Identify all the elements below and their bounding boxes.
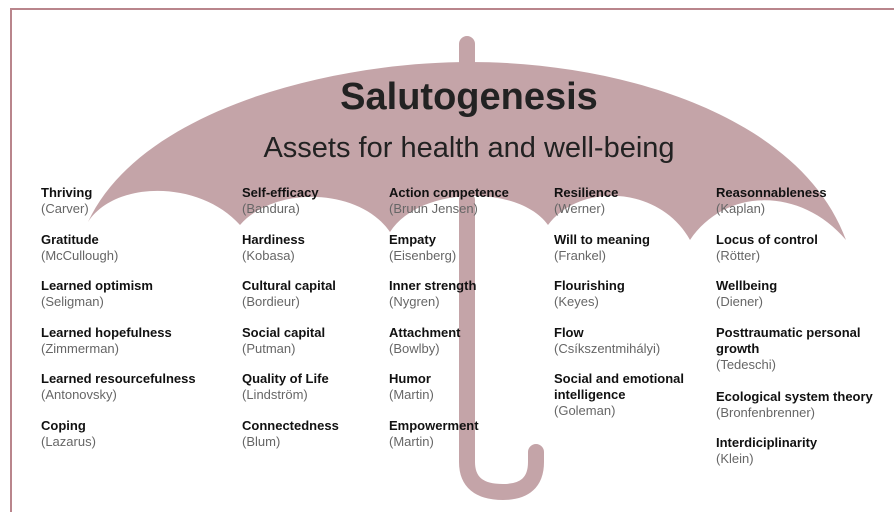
asset-item: Ecological system theory (Bronfenbrenner… xyxy=(716,389,892,421)
asset-item: Humor (Martin) xyxy=(389,371,549,403)
asset-item: Hardiness (Kobasa) xyxy=(242,232,382,264)
asset-author: (Bruun Jensen) xyxy=(389,201,478,216)
asset-author: (Tedeschi) xyxy=(716,357,776,372)
asset-item: Flourishing (Keyes) xyxy=(554,278,709,310)
asset-item: Resilience (Werner) xyxy=(554,185,709,217)
asset-author: (Klein) xyxy=(716,451,754,466)
asset-item: Posttraumatic personal growth (Tedeschi) xyxy=(716,325,892,373)
asset-name: Empowerment xyxy=(389,418,479,433)
asset-author: (Martin) xyxy=(389,434,434,449)
asset-name: Interdiciplinarity xyxy=(716,435,818,450)
asset-item: Empowerment (Martin) xyxy=(389,418,549,450)
asset-name: Coping xyxy=(41,418,86,433)
asset-name: Hardiness xyxy=(242,232,305,247)
asset-item: Flow (Csíkszentmihályi) xyxy=(554,325,709,357)
asset-name: Connectedness xyxy=(242,418,339,433)
asset-item: Quality of Life (Lindström) xyxy=(242,371,382,403)
asset-author: (McCullough) xyxy=(41,248,119,263)
asset-name: Quality of Life xyxy=(242,371,329,386)
asset-author: (Lazarus) xyxy=(41,434,96,449)
diagram-title: Salutogenesis xyxy=(340,76,598,118)
umbrella-canopy xyxy=(88,62,846,240)
asset-author: (Werner) xyxy=(554,201,606,216)
asset-item: Attachment (Bowlby) xyxy=(389,325,549,357)
asset-item: Empaty (Eisenberg) xyxy=(389,232,549,264)
asset-item: Self-efficacy (Bandura) xyxy=(242,185,382,217)
asset-item: Reasonnableness (Kaplan) xyxy=(716,185,892,217)
umbrella-handle xyxy=(459,192,544,501)
asset-item: Interdiciplinarity (Klein) xyxy=(716,435,892,467)
asset-item: Connectedness (Blum) xyxy=(242,418,382,450)
asset-item: Coping (Lazarus) xyxy=(41,418,231,450)
asset-author: (Nygren) xyxy=(389,294,440,309)
asset-name: Ecological system theory xyxy=(716,389,873,404)
asset-name: Posttraumatic personal growth xyxy=(716,325,861,356)
asset-author: (Rötter) xyxy=(716,248,761,263)
asset-author: (Bowlby) xyxy=(389,341,440,356)
asset-item: Learned optimism (Seligman) xyxy=(41,278,231,310)
asset-author: (Goleman) xyxy=(554,403,616,418)
asset-item: Learned resourcefulness (Antonovsky) xyxy=(41,371,231,403)
asset-author: (Frankel) xyxy=(554,248,607,263)
asset-name: Attachment xyxy=(389,325,461,340)
asset-name: Empaty xyxy=(389,232,436,247)
asset-item: Thriving (Carver) xyxy=(41,185,231,217)
asset-name: Learned resourcefulness xyxy=(41,371,196,386)
asset-author: (Csíkszentmihályi) xyxy=(554,341,661,356)
asset-author: (Diener) xyxy=(716,294,763,309)
asset-name: Will to meaning xyxy=(554,232,650,247)
asset-author: (Carver) xyxy=(41,201,89,216)
asset-item: Action competence (Bruun Jensen) xyxy=(389,185,549,217)
asset-name: Self-efficacy xyxy=(242,185,319,200)
asset-author: (Bordieur) xyxy=(242,294,300,309)
asset-author: (Eisenberg) xyxy=(389,248,457,263)
asset-name: Learned optimism xyxy=(41,278,153,293)
diagram-frame xyxy=(10,8,894,512)
asset-name: Thriving xyxy=(41,185,93,200)
asset-author: (Kobasa) xyxy=(242,248,295,263)
asset-name: Gratitude xyxy=(41,232,99,247)
asset-item: Learned hopefulness (Zimmerman) xyxy=(41,325,231,357)
asset-item: Wellbeing (Diener) xyxy=(716,278,892,310)
asset-name: Inner strength xyxy=(389,278,477,293)
asset-name: Resilience xyxy=(554,185,619,200)
asset-author: (Antonovsky) xyxy=(41,387,117,402)
asset-item: Locus of control (Rötter) xyxy=(716,232,892,264)
asset-name: Action competence xyxy=(389,185,509,200)
asset-name: Locus of control xyxy=(716,232,818,247)
asset-name: Social and emotional intelligence xyxy=(554,371,685,402)
asset-name: Flourishing xyxy=(554,278,625,293)
asset-name: Cultural capital xyxy=(242,278,336,293)
asset-author: (Keyes) xyxy=(554,294,599,309)
diagram-subtitle: Assets for health and well-being xyxy=(263,132,675,164)
asset-item: Social capital (Putman) xyxy=(242,325,382,357)
asset-name: Humor xyxy=(389,371,431,386)
asset-item: Gratitude (McCullough) xyxy=(41,232,231,264)
asset-name: Reasonnableness xyxy=(716,185,827,200)
asset-author: (Blum) xyxy=(242,434,281,449)
asset-item: Will to meaning (Frankel) xyxy=(554,232,709,264)
asset-item: Inner strength (Nygren) xyxy=(389,278,549,310)
asset-item: Social and emotional intelligence (Golem… xyxy=(554,371,709,419)
asset-name: Flow xyxy=(554,325,584,340)
asset-author: (Bandura) xyxy=(242,201,300,216)
umbrella-tip xyxy=(459,36,475,72)
asset-author: (Martin) xyxy=(389,387,434,402)
asset-name: Social capital xyxy=(242,325,326,340)
asset-author: (Zimmerman) xyxy=(41,341,119,356)
asset-item: Cultural capital (Bordieur) xyxy=(242,278,382,310)
asset-author: (Lindström) xyxy=(242,387,308,402)
asset-name: Wellbeing xyxy=(716,278,778,293)
asset-author: (Putman) xyxy=(242,341,296,356)
asset-author: (Seligman) xyxy=(41,294,104,309)
asset-author: (Kaplan) xyxy=(716,201,766,216)
asset-author: (Bronfenbrenner) xyxy=(716,405,815,420)
asset-name: Learned hopefulness xyxy=(41,325,172,340)
